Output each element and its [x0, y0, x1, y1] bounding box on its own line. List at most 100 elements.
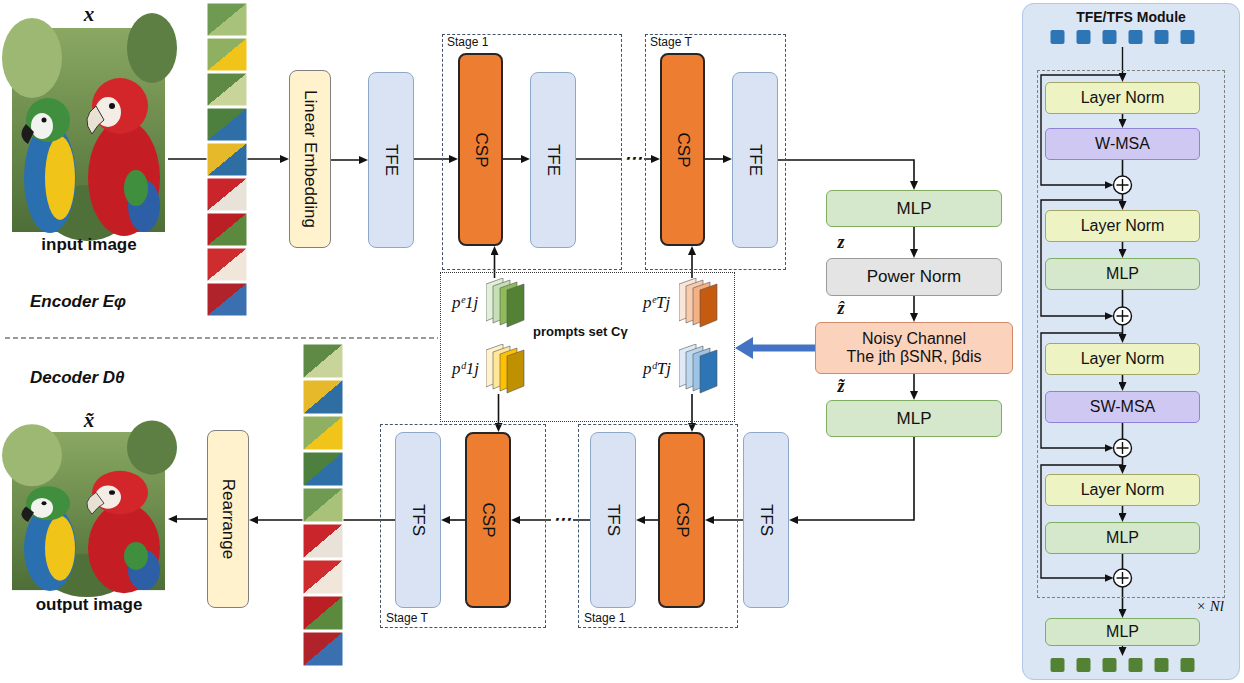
token-square — [1181, 658, 1195, 672]
transformer-block: TFS — [395, 432, 441, 608]
adder-plus — [1117, 310, 1129, 322]
stage-group: Stage 1CSPTFE — [442, 34, 622, 270]
connector-arrow — [913, 296, 915, 318]
connector-arrow — [1122, 375, 1124, 387]
token-square — [1155, 30, 1169, 44]
edge-label: ⋯ — [622, 149, 644, 169]
connector-arrow — [494, 250, 496, 278]
image-patch — [303, 524, 343, 558]
transformer-block: TFE — [530, 72, 576, 248]
norm-box: Power Norm — [826, 258, 1002, 296]
prompt-stack-icon — [679, 278, 725, 328]
node-label: CSP — [673, 132, 693, 167]
prompt-stack-icon — [486, 344, 532, 394]
connector-arrow — [691, 250, 693, 278]
image-patch — [303, 596, 343, 630]
image-patch — [207, 143, 247, 176]
prompt-card — [507, 284, 524, 327]
node-label: input image — [41, 235, 136, 255]
prompt-stack: pᵈTj — [643, 344, 725, 394]
node-label: Rearrange — [218, 479, 238, 559]
module-panel-fill — [1022, 3, 1240, 680]
connector-arrow — [1122, 114, 1124, 124]
node-heading: x̃ — [84, 408, 95, 432]
prompt-card — [700, 350, 717, 393]
adder-symbol — [1114, 176, 1132, 194]
process-box: Linear Embedding — [289, 70, 331, 248]
node-label: Stage T — [650, 36, 692, 50]
prompt-block: CSP — [658, 432, 705, 608]
image-patch — [303, 632, 343, 666]
prompt-card — [507, 350, 524, 393]
token-square — [1051, 30, 1065, 44]
prompt-block: CSP — [458, 53, 503, 246]
image-patch — [303, 488, 343, 522]
node-label: TFE — [381, 144, 401, 176]
image-patch — [207, 38, 247, 71]
edge-label: z̃ — [835, 377, 846, 397]
token-square — [1129, 658, 1143, 672]
node-label: CSP — [478, 503, 498, 538]
image-patch — [303, 380, 343, 414]
adder-symbol — [1114, 307, 1132, 325]
node-label: pᵉ1j — [452, 293, 478, 313]
image-patch — [207, 108, 247, 141]
adder-plus — [1117, 179, 1129, 191]
connector-arrow — [1122, 506, 1124, 518]
attention-box: W-MSA — [1045, 128, 1200, 160]
node-label: MLP — [1106, 529, 1139, 547]
image-patch — [207, 213, 247, 246]
connector-arrow — [172, 518, 207, 520]
node-label: prompts set Cγ — [533, 325, 628, 340]
norm-box: Layer Norm — [1045, 474, 1200, 506]
token-square — [1129, 30, 1143, 44]
node-label: TFE — [745, 144, 765, 176]
node-label: TFS — [756, 504, 776, 536]
node-label: MLP — [897, 199, 932, 219]
node-label: Stage 1 — [584, 612, 625, 626]
connector-arrow — [576, 158, 656, 160]
image-patch — [303, 344, 343, 378]
adder-symbol — [1114, 439, 1132, 457]
token-square — [1051, 658, 1065, 672]
output-tokens — [1051, 658, 1195, 672]
image-patch — [207, 3, 247, 36]
transformer-block: TFE — [368, 72, 414, 248]
token-square — [1155, 658, 1169, 672]
node-label: TFS — [408, 504, 428, 536]
mlp-box: MLP — [826, 400, 1002, 437]
module-panel: TFE/TFS Module× NlLayer NormW-MSALayer N… — [1022, 3, 1240, 680]
image-panel: x̃output image — [10, 408, 168, 616]
image-patch — [303, 416, 343, 450]
node-label: TFE — [543, 144, 563, 176]
node-label: pᵈTj — [643, 359, 671, 379]
token-square — [1077, 30, 1091, 44]
input-tokens — [1051, 30, 1195, 44]
attention-box: SW-MSA — [1045, 391, 1200, 423]
mlp-box: MLP — [1045, 522, 1200, 554]
prompt-set-group: prompts set Cγpᵉ1jpᵈ1jpᵉTjpᵈTj — [440, 272, 735, 422]
edge-label: z — [835, 233, 846, 253]
connector-arrow — [778, 160, 914, 186]
output-picture — [2, 420, 177, 597]
prompt-stack: pᵈ1j — [452, 344, 532, 394]
connector-arrow — [503, 158, 526, 160]
node-label: MLP — [1106, 623, 1139, 641]
node-label: W-MSA — [1095, 135, 1150, 153]
section-label: Decoder Dθ — [30, 368, 125, 388]
prompt-card — [700, 284, 717, 327]
node-label: Layer Norm — [1081, 481, 1165, 499]
connector-arrow — [793, 437, 914, 520]
node-label: Layer Norm — [1081, 350, 1165, 368]
node-label: Stage T — [386, 612, 428, 626]
node-label: TFS — [603, 504, 623, 536]
mlp-box: MLP — [1045, 258, 1200, 290]
connector-arrow — [331, 159, 364, 161]
adder-symbol — [1114, 569, 1132, 587]
node-heading: Noisy Channel — [862, 330, 966, 348]
node-label: The jth βSNR, βdis — [847, 348, 982, 366]
adder-plus — [1117, 442, 1129, 454]
norm-box: Layer Norm — [1045, 210, 1200, 242]
token-square — [1103, 658, 1117, 672]
